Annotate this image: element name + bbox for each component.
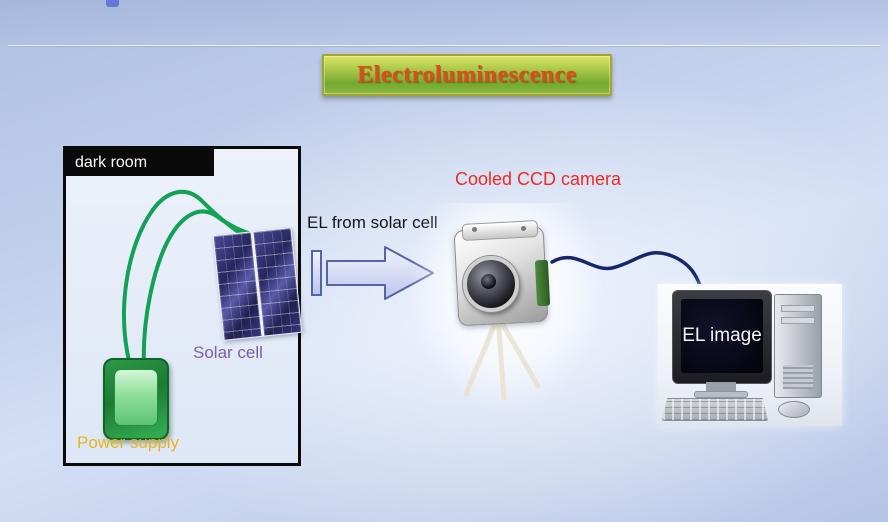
camera-lens-core xyxy=(481,274,496,289)
power-supply-label: Power supply xyxy=(77,433,180,452)
solar-cell-image xyxy=(212,227,303,341)
power-supply-body xyxy=(114,369,158,426)
camera-screw-icon xyxy=(521,226,526,231)
divider-line xyxy=(8,45,880,46)
dark-room-box: dark room Solar cell Power supply xyxy=(63,146,303,466)
computer-tower xyxy=(774,294,822,398)
el-image-label: EL image xyxy=(682,325,762,346)
desktop-computer-image: EL image xyxy=(658,284,842,426)
mouse xyxy=(778,401,810,418)
solar-cell-label: Solar cell xyxy=(193,343,263,362)
header-strip xyxy=(0,0,888,45)
power-supply-image xyxy=(103,358,169,440)
page-title: Electroluminescence xyxy=(357,61,577,88)
ccd-camera-image xyxy=(450,220,551,327)
ccd-camera-label: Cooled CCD camera xyxy=(454,169,622,189)
keyboard xyxy=(662,398,768,421)
monitor-screen: EL image xyxy=(681,299,763,373)
el-from-solar-cell-label: EL from solar cell xyxy=(307,213,438,232)
monitor: EL image xyxy=(672,290,772,384)
camera-screw-icon xyxy=(472,227,477,232)
title-banner: Electroluminescence xyxy=(322,54,612,96)
monitor-stand-base xyxy=(694,391,748,398)
drive-bay xyxy=(781,305,815,312)
dark-room-label: dark room xyxy=(75,153,148,171)
green-wire-lines xyxy=(122,190,264,369)
dark-room-header: dark room xyxy=(66,149,214,176)
tower-vents xyxy=(783,365,813,389)
drive-bay xyxy=(781,317,815,324)
right-arrow-icon xyxy=(311,246,434,300)
camera-cable-line xyxy=(550,251,705,296)
monitor-stand xyxy=(706,382,736,391)
tripod-legs xyxy=(463,313,541,401)
top-edge-mark xyxy=(106,0,119,7)
